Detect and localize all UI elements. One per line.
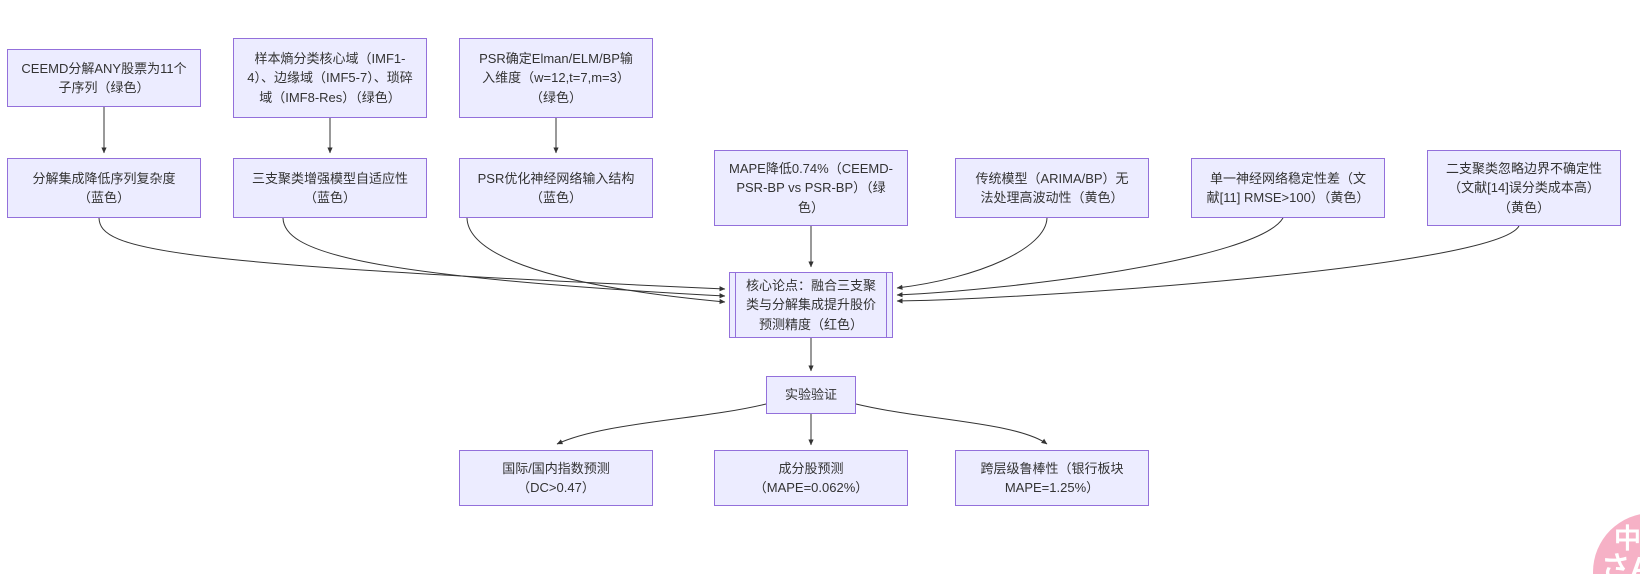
edge-validation-to-index — [556, 403, 767, 445]
node-mape-evidence: MAPE降低0.74%（CEEMD-PSR-BP vs PSR-BP）（绿色） — [714, 150, 908, 226]
node-label: 三支聚类增强模型自适应性（蓝色） — [251, 170, 408, 206]
node-label: PSR确定Elman/ELM/BP输入维度（w=12,t=7,m=3）（绿色） — [479, 50, 633, 105]
translate-badge-latin-glyph: さA — [1601, 552, 1640, 574]
node-experiment-validation: 实验验证 — [766, 376, 856, 414]
node-label: CEEMD分解ANY股票为11个子序列（绿色） — [21, 60, 187, 96]
node-label: 传统模型（ARIMA/BP）无法处理高波动性（黄色） — [975, 170, 1129, 206]
node-label: 跨层级鲁棒性（银行板块MAPE=1.25%） — [980, 460, 1124, 496]
node-ceemd-decompose: CEEMD分解ANY股票为11个子序列（绿色） — [7, 49, 201, 107]
node-three-way-benefit: 三支聚类增强模型自适应性（蓝色） — [233, 158, 427, 218]
node-label: 实验验证 — [784, 387, 837, 403]
node-label: 单一神经网络稳定性差（文献[11] RMSE>100）（黄色） — [1206, 170, 1370, 206]
edge-traditional-to-core — [896, 217, 1048, 290]
node-psr-benefit: PSR优化神经网络输入结构（蓝色） — [459, 158, 653, 218]
node-label: 样本熵分类核心域（IMF1-4）、边缘域（IMF5-7）、琐碎域（IMF8-Re… — [247, 50, 413, 105]
node-label: 国际/国内指数预测（DC>0.47） — [502, 460, 610, 496]
edge-psrbenefit-to-core — [466, 217, 726, 305]
node-psr-dimension: PSR确定Elman/ELM/BP输入维度（w=12,t=7,m=3）（绿色） — [459, 38, 653, 118]
node-robustness: 跨层级鲁棒性（银行板块MAPE=1.25%） — [955, 450, 1149, 506]
node-label: MAPE降低0.74%（CEEMD-PSR-BP vs PSR-BP）（绿色） — [729, 160, 893, 215]
translate-badge[interactable]: 中 さA — [1593, 513, 1640, 574]
edge-validation-to-robustness — [855, 403, 1048, 445]
node-label: 分解集成降低序列复杂度（蓝色） — [32, 170, 176, 206]
edge-twoway-to-core — [896, 225, 1520, 304]
edge-decomposition-to-core — [98, 217, 726, 292]
node-stock-prediction: 成分股预测（MAPE=0.062%） — [714, 450, 908, 506]
edge-singlenn-to-core — [896, 217, 1284, 298]
node-label: 二支聚类忽略边界不确定性（文献[14]误分类成本高）（黄色） — [1445, 160, 1602, 215]
node-decomposition-benefit: 分解集成降低序列复杂度（蓝色） — [7, 158, 201, 218]
translate-badge-cn-glyph: 中 — [1614, 524, 1640, 554]
node-core-thesis: 核心论点：融合三支聚类与分解集成提升股价预测精度（红色） — [729, 272, 893, 338]
node-label: PSR优化神经网络输入结构（蓝色） — [477, 170, 635, 206]
node-sample-entropy: 样本熵分类核心域（IMF1-4）、边缘域（IMF5-7）、琐碎域（IMF8-Re… — [233, 38, 427, 118]
node-traditional-limitation: 传统模型（ARIMA/BP）无法处理高波动性（黄色） — [955, 158, 1149, 218]
node-label: 核心论点：融合三支聚类与分解集成提升股价预测精度（红色） — [745, 277, 876, 332]
node-index-prediction: 国际/国内指数预测（DC>0.47） — [459, 450, 653, 506]
edge-threeway-to-core — [282, 217, 726, 299]
node-single-nn-limitation: 单一神经网络稳定性差（文献[11] RMSE>100）（黄色） — [1191, 158, 1385, 218]
node-two-way-limitation: 二支聚类忽略边界不确定性（文献[14]误分类成本高）（黄色） — [1427, 150, 1621, 226]
node-label: 成分股预测（MAPE=0.062%） — [753, 460, 869, 496]
